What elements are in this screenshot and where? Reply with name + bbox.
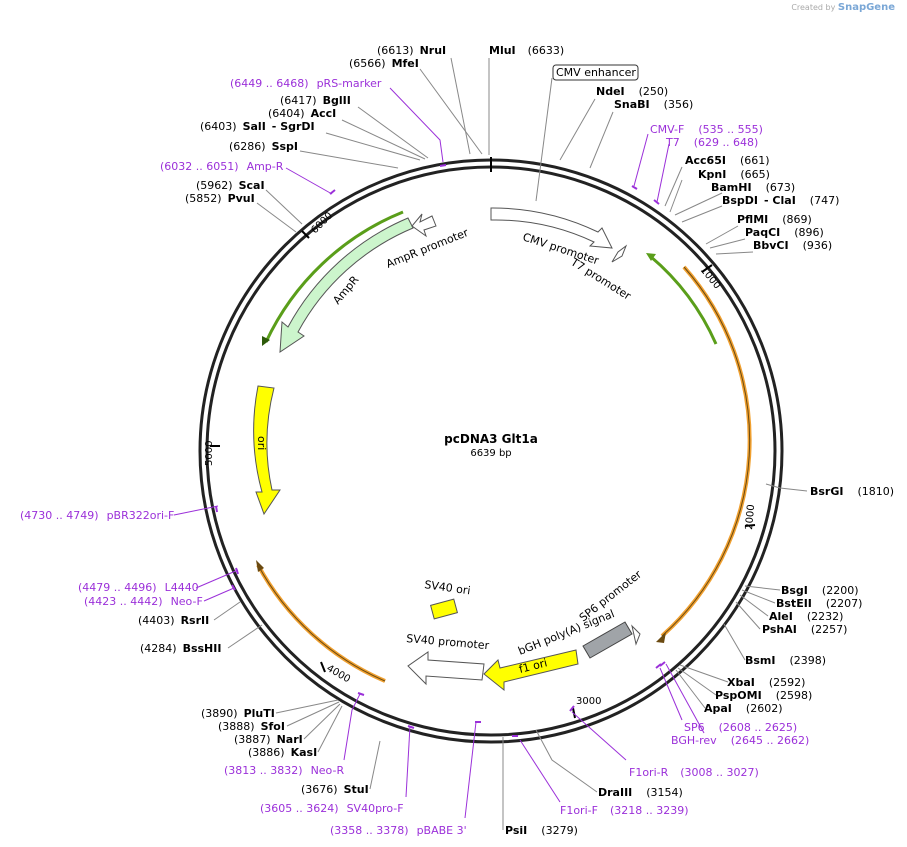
ori-arrow[interactable] <box>253 385 281 516</box>
site-PshAI: PshAI(2257) <box>762 623 847 636</box>
ampr-arrow[interactable] <box>279 217 414 353</box>
orf-orange-left-head <box>256 560 264 572</box>
site-MluI: MluI(6633) <box>489 44 564 57</box>
primer-CMV-F: CMV-F(535 .. 555) <box>650 123 763 136</box>
ori-label: ori <box>255 436 268 450</box>
primer-Neo-F: (4423 .. 4442)Neo-F <box>84 595 203 608</box>
orf-green-right[interactable] <box>649 254 718 345</box>
site-SspI: (6286)SspI <box>229 140 298 153</box>
plasmid-size: 6639 bp <box>470 448 511 459</box>
sv40-ori-box[interactable] <box>429 598 459 620</box>
site-BspDI: BspDI- ClaI(747) <box>722 194 839 207</box>
primer-pBABE3: (3358 .. 3378)pBABE 3' <box>330 824 467 837</box>
primer-F1ori-F: F1ori-F(3218 .. 3239) <box>560 804 689 817</box>
site-KpnI: KpnI(665) <box>698 168 770 181</box>
cmv-enhancer-leader <box>535 77 553 202</box>
site-NruI: (6613)NruI <box>377 44 446 57</box>
site-PaqCI: PaqCI(896) <box>745 226 824 239</box>
bgh-polya-box[interactable] <box>582 621 633 659</box>
t7-promoter-label: T7 promoter <box>568 255 634 303</box>
tick-5000: 5000 <box>204 441 215 466</box>
site-SnaBI: SnaBI(356) <box>614 98 693 111</box>
site-Acc65I: Acc65I(661) <box>685 154 770 167</box>
site-PvuI: (5852)PvuI <box>185 192 255 205</box>
site-BsgI: BsgI(2200) <box>781 584 858 597</box>
site-AleI: AleI(2232) <box>769 610 843 623</box>
primer-F1ori-R: F1ori-R(3008 .. 3027) <box>629 766 759 779</box>
site-PsiI: PsiI(3279) <box>505 824 578 837</box>
primer-pBR322ori-F: (4730 .. 4749)pBR322ori-F <box>20 509 174 522</box>
primer-T7: T7(629 .. 648) <box>665 136 758 149</box>
credit-text: Created by <box>791 3 836 12</box>
tick-3000: 3000 <box>576 696 601 707</box>
site-PluTI: (3890)PluTI <box>201 707 275 720</box>
primer-SV40pro-F: (3605 .. 3624)SV40pro-F <box>260 802 404 815</box>
orf-green-left-head <box>262 336 270 346</box>
site-leaders <box>213 57 808 830</box>
orf-orange-right-head <box>656 632 666 643</box>
snapgene-logo: SnapGene <box>837 2 895 13</box>
site-AccI: (6404)AccI <box>268 107 336 120</box>
primer-Neo-R: (3813 .. 3832)Neo-R <box>224 764 344 777</box>
primer-pRS-marker: (6449 .. 6468)pRS-marker <box>230 77 382 90</box>
site-DraIII: DraIII(3154) <box>598 786 683 799</box>
primer-SP6: SP6(2608 .. 2625) <box>684 721 797 734</box>
site-MfeI: (6566)MfeI <box>349 57 419 70</box>
sv40-promoter-arrow[interactable] <box>407 651 485 686</box>
tick-6000: 6000 <box>309 210 335 236</box>
site-StuI: (3676)StuI <box>301 783 369 796</box>
cmv-enhancer-box <box>552 64 639 81</box>
f1-ori-arrow[interactable] <box>483 649 579 692</box>
site-BbvCI: BbvCI(936) <box>753 239 832 252</box>
site-BamHI: BamHI(673) <box>711 181 795 194</box>
sp6-promoter-arrow[interactable] <box>631 624 641 646</box>
tick-2000: 2000 <box>744 504 757 530</box>
site-RsrII: (4403)RsrII <box>138 614 209 627</box>
site-NdeI: NdeI(250) <box>596 85 668 98</box>
ampr-promoter-arrow[interactable] <box>411 213 437 238</box>
primer-leaders <box>173 87 705 819</box>
cmv-enhancer-label: CMV enhancer <box>556 66 636 79</box>
primer-L4440: (4479 .. 4496)L4440 <box>78 581 199 594</box>
primer-marks <box>215 164 666 737</box>
orf-green-left[interactable] <box>264 210 404 343</box>
site-BssHII: (4284)BssHII <box>140 642 221 655</box>
tick-marks <box>210 230 756 719</box>
orf-orange-right-inner <box>661 266 751 637</box>
site-BsrGI: BsrGI(1810) <box>810 485 894 498</box>
t7-promoter-arrow[interactable] <box>611 244 628 263</box>
orf-orange-left-inner <box>257 564 386 682</box>
site-XbaI: XbaI(2592) <box>727 676 805 689</box>
tick-4000: 4000 <box>325 663 353 685</box>
primer-BGH-rev: BGH-rev(2645 .. 2662) <box>671 734 809 747</box>
site-PspOMI: PspOMI(2598) <box>715 689 812 702</box>
site-SalI: (6403)SalI- SgrDI <box>200 120 315 133</box>
site-PflMI: PflMI(869) <box>737 213 812 226</box>
site-SfoI: (3888)SfoI <box>218 720 285 733</box>
site-KasI: (3886)KasI <box>248 746 317 759</box>
site-NarI: (3887)NarI <box>234 733 303 746</box>
site-BglII: (6417)BglII <box>280 94 351 107</box>
site-BstEII: BstEII(2207) <box>776 597 862 610</box>
cmv-promoter-arrow[interactable] <box>490 207 613 249</box>
orf-green-right-head <box>646 253 656 261</box>
site-ApaI: ApaI(2602) <box>704 702 782 715</box>
snapgene-credit: Created by SnapGene <box>791 2 895 13</box>
sv40-promoter-label: SV40 promoter <box>406 632 490 652</box>
site-BsmI: BsmI(2398) <box>745 654 826 667</box>
sv40-ori-label: SV40 ori <box>424 578 472 597</box>
site-ScaI: (5962)ScaI <box>196 179 265 192</box>
plasmid-name: pcDNA3 Glt1a <box>444 432 538 446</box>
primer-Amp-R: (6032 .. 6051)Amp-R <box>160 160 284 173</box>
